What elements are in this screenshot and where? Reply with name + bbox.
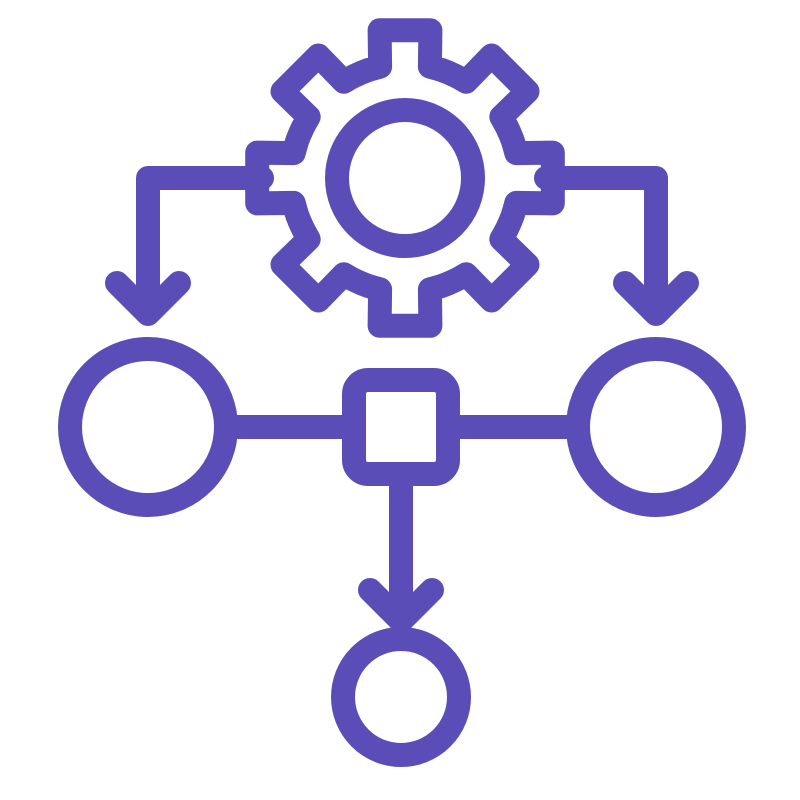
left-branch-arrow	[105, 166, 274, 326]
right-branch-arrow	[534, 166, 699, 326]
gear-center-ring	[325, 98, 485, 258]
gear-icon	[245, 18, 565, 338]
bottom-node-circle	[331, 627, 471, 767]
center-square-node	[342, 368, 460, 486]
gear-outline	[245, 18, 565, 338]
left-node-circle	[58, 337, 238, 517]
right-node-circle	[566, 337, 746, 517]
down-arrow	[358, 462, 444, 633]
